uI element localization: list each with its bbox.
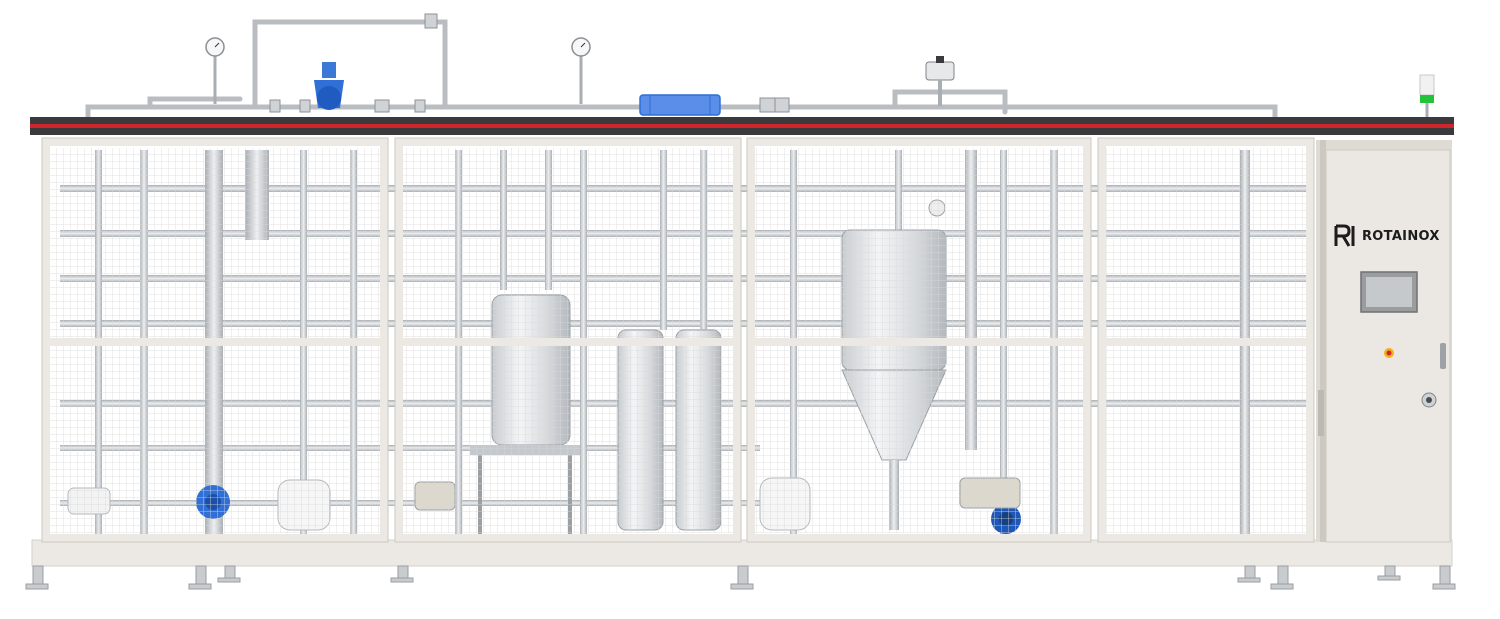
touchscreen-hmi-icon (1360, 271, 1418, 313)
selector-switch-icon (1421, 392, 1437, 408)
pressure-gauge-icon (205, 37, 591, 104)
guard-frame-outline (41, 137, 1315, 543)
brand-logo: ROTAINOX (1334, 222, 1450, 250)
inline-flowmeter-blue (639, 94, 721, 116)
brand-name: ROTAINOX (1362, 228, 1440, 244)
guard-frame (42, 138, 1314, 542)
control-valve-blue (314, 62, 344, 110)
top-pipe-fittings (269, 13, 790, 113)
emergency-indicator-icon (1384, 348, 1394, 358)
rotainox-logo-icon (1334, 224, 1355, 247)
stack-light (1419, 74, 1435, 117)
leveling-feet (25, 565, 1456, 590)
control-cabinet (1316, 140, 1452, 543)
pneumatic-actuator (925, 56, 955, 106)
red-stripe (30, 124, 1454, 128)
cabinet-hinge (1318, 390, 1324, 436)
cabinet-handle (1440, 343, 1446, 369)
base-frame (31, 539, 1453, 567)
